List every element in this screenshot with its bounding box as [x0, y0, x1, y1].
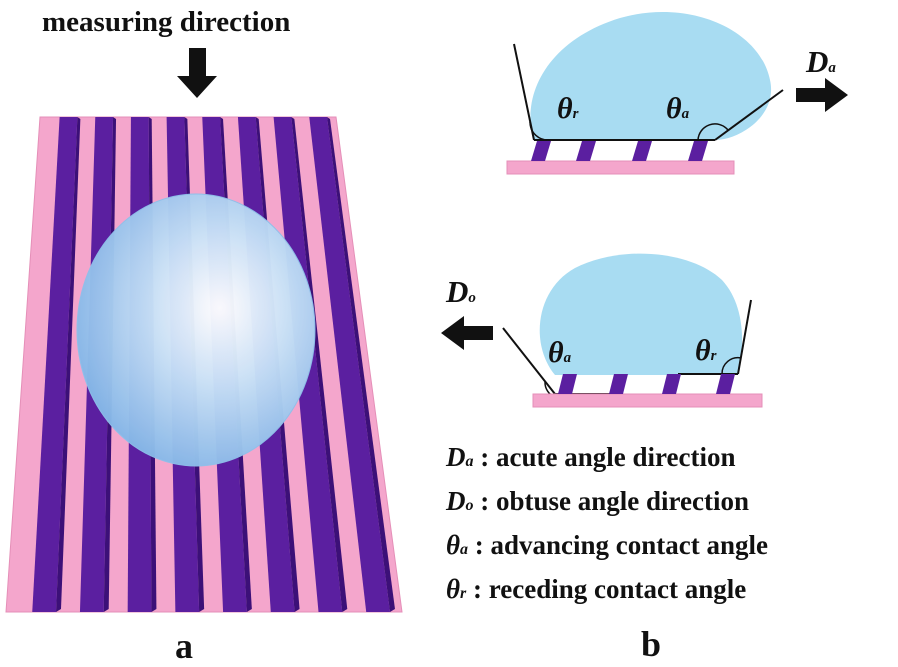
angle-arc-r-bottom [721, 356, 742, 375]
panel-a-label: a [175, 626, 193, 666]
measuring-arrow [177, 48, 217, 98]
pillar-b [688, 141, 708, 161]
tangent-right-top [714, 89, 784, 141]
pillar-a-side [291, 117, 348, 612]
legend-item-do: Do : obtuse angle direction [446, 486, 749, 516]
pillar-b [609, 374, 628, 394]
angle-arc-r-top [529, 121, 551, 141]
tangent-left-bottom [502, 327, 556, 395]
tangent-right-bottom [737, 299, 752, 375]
substrate-top [506, 160, 735, 175]
legend-item-da: Da : acute angle direction [446, 442, 736, 472]
substrate-bottom [532, 393, 763, 408]
legend-item-theta-r: θr : receding contact angle [446, 574, 747, 604]
droplet-a [76, 193, 316, 467]
arrow-da [796, 78, 848, 112]
arrow-do [441, 316, 493, 350]
theta-r-top: θr [557, 92, 579, 125]
pillar-row-bottom [558, 374, 735, 394]
theta-a-bottom: θa [548, 336, 572, 369]
pillar-b [558, 374, 577, 394]
pillar-b [716, 374, 735, 394]
pillar-a [32, 117, 78, 612]
pillar-a-side [327, 117, 395, 612]
pillar-b [662, 374, 681, 394]
angle-arc-a-top [697, 123, 729, 141]
pillar-a [309, 117, 390, 612]
pillar-b [531, 141, 551, 161]
legend-item-theta-a: θa : advancing contact angle [446, 530, 769, 560]
measuring-direction-label: measuring direction [42, 6, 291, 38]
pillar-a-side [56, 117, 81, 612]
da-label-top: Da [806, 44, 836, 79]
pillar-b [632, 141, 652, 161]
pillar-b [576, 141, 596, 161]
droplet-bottom [539, 253, 743, 375]
theta-r-bottom: θr [695, 334, 717, 367]
droplet-top [530, 11, 772, 141]
panel-b-label: b [641, 624, 662, 664]
do-label-bottom: Do [446, 274, 476, 309]
theta-a-top: θa [666, 92, 690, 125]
pillar-row-top [531, 141, 708, 161]
